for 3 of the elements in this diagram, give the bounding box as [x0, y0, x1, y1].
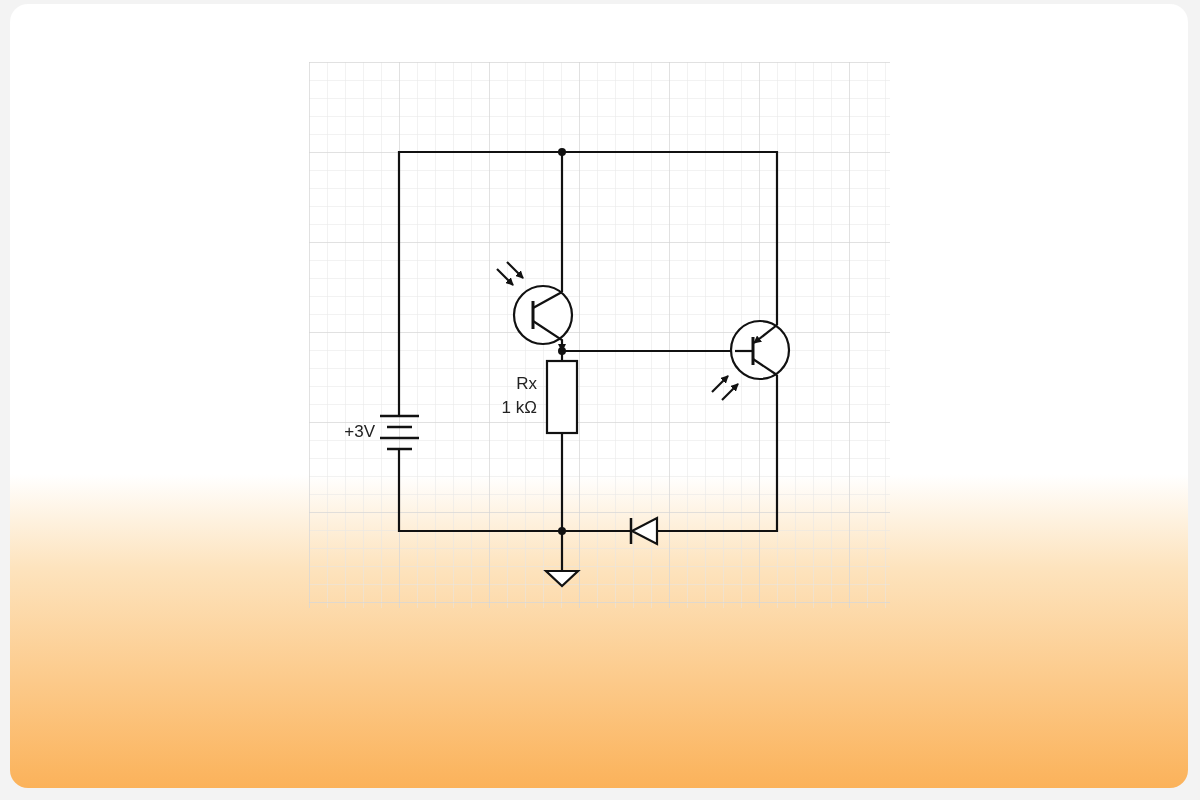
- resistor-label: Rx: [516, 374, 537, 394]
- voltage-label: +3V: [344, 422, 375, 442]
- resistor-label: 1 kΩ: [501, 398, 537, 418]
